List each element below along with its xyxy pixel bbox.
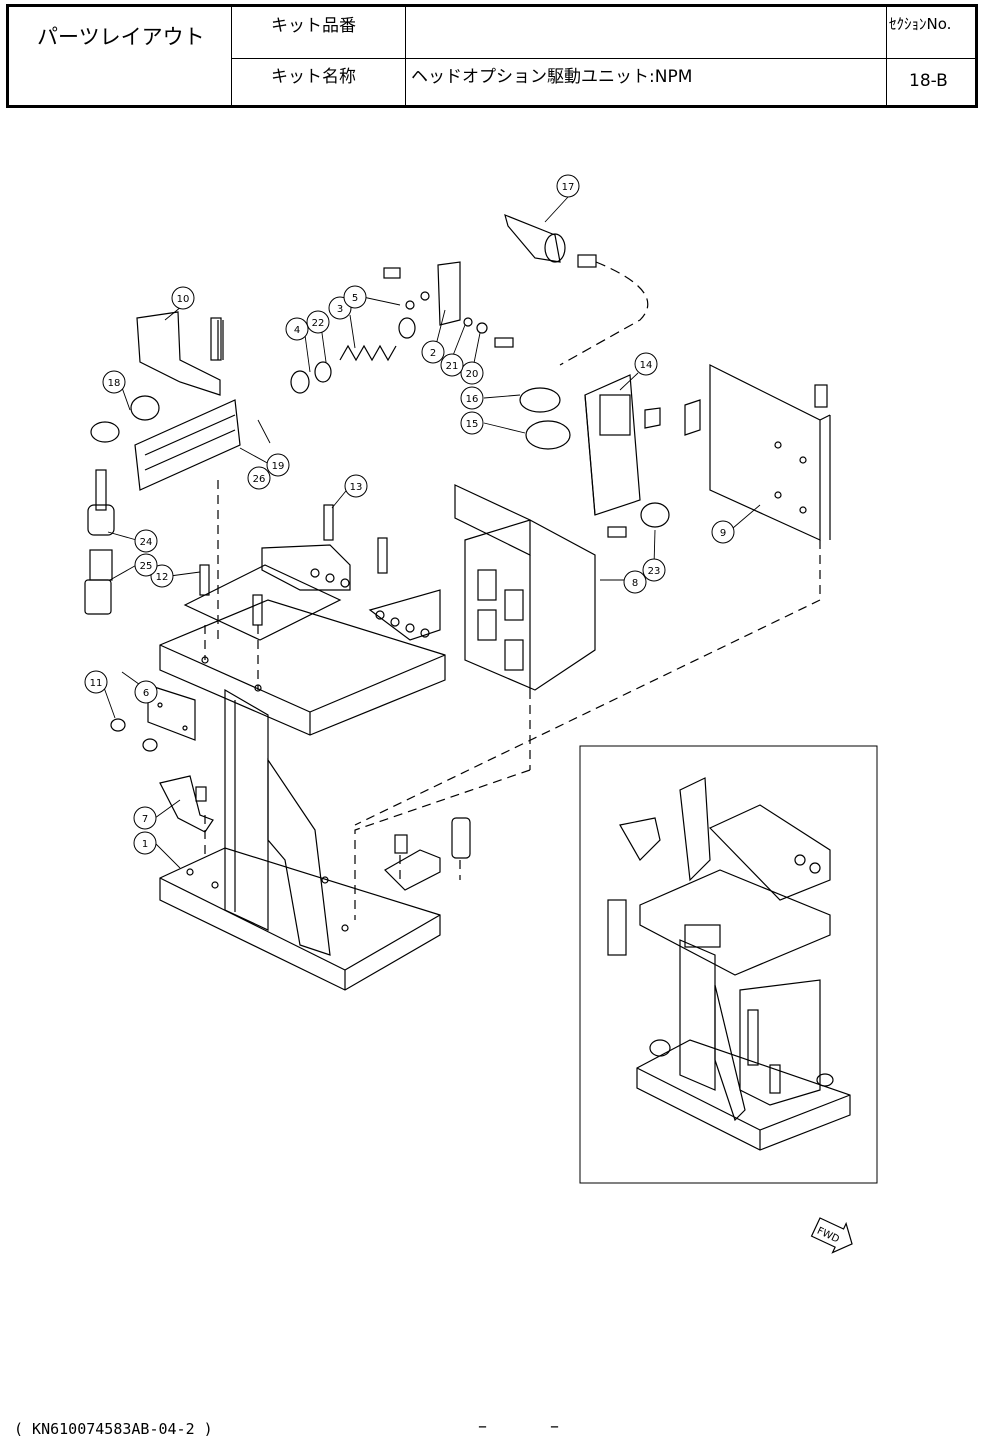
callout-1: 1 (142, 839, 148, 850)
valve-plate (455, 485, 595, 690)
callout-11: 11 (90, 678, 103, 689)
callout-23: 23 (648, 566, 661, 577)
fwd-label: FWD (815, 1226, 841, 1246)
callout-14: 14 (640, 360, 653, 371)
leader-lines (102, 197, 760, 868)
callout-3: 3 (337, 304, 343, 315)
bracket-plate (685, 365, 830, 540)
stopper-parts (111, 685, 470, 890)
callout-21: 21 (446, 361, 459, 372)
callout-15: 15 (466, 419, 479, 430)
callout-13: 13 (350, 482, 363, 493)
callout-26: 26 (253, 474, 266, 485)
callout-2: 2 (430, 348, 436, 359)
callout-17: 17 (562, 182, 575, 193)
callout-8: 8 (632, 578, 638, 589)
footer-dash: – (478, 1416, 487, 1437)
solenoid-valve (520, 375, 669, 537)
fwd-arrow-icon: FWD (809, 1213, 859, 1259)
callout-16: 16 (466, 394, 479, 405)
callout-25: 25 (140, 561, 153, 572)
callout-numbers: 17 2 3 4 5 6 7 8 9 10 11 12 13 14 15 16 … (90, 182, 727, 850)
footer-dash: – (550, 1416, 559, 1437)
callout-6: 6 (143, 688, 149, 699)
callout-20: 20 (466, 369, 479, 380)
callout-9: 9 (720, 528, 726, 539)
callout-5: 5 (352, 293, 358, 304)
callout-19: 19 (272, 461, 285, 472)
callout-10: 10 (177, 294, 190, 305)
callout-18: 18 (108, 378, 121, 389)
base-frame (160, 545, 445, 990)
muffler-fitting (505, 215, 648, 365)
document-code: ( KN610074583AB-04-2 ) (14, 1420, 213, 1438)
callout-24: 24 (140, 537, 153, 548)
callout-4: 4 (294, 325, 300, 336)
callout-7: 7 (142, 814, 148, 825)
assembled-view-inset (580, 746, 877, 1183)
callout-12: 12 (156, 572, 169, 583)
callout-22: 22 (312, 318, 325, 329)
callout-circles (85, 175, 734, 854)
